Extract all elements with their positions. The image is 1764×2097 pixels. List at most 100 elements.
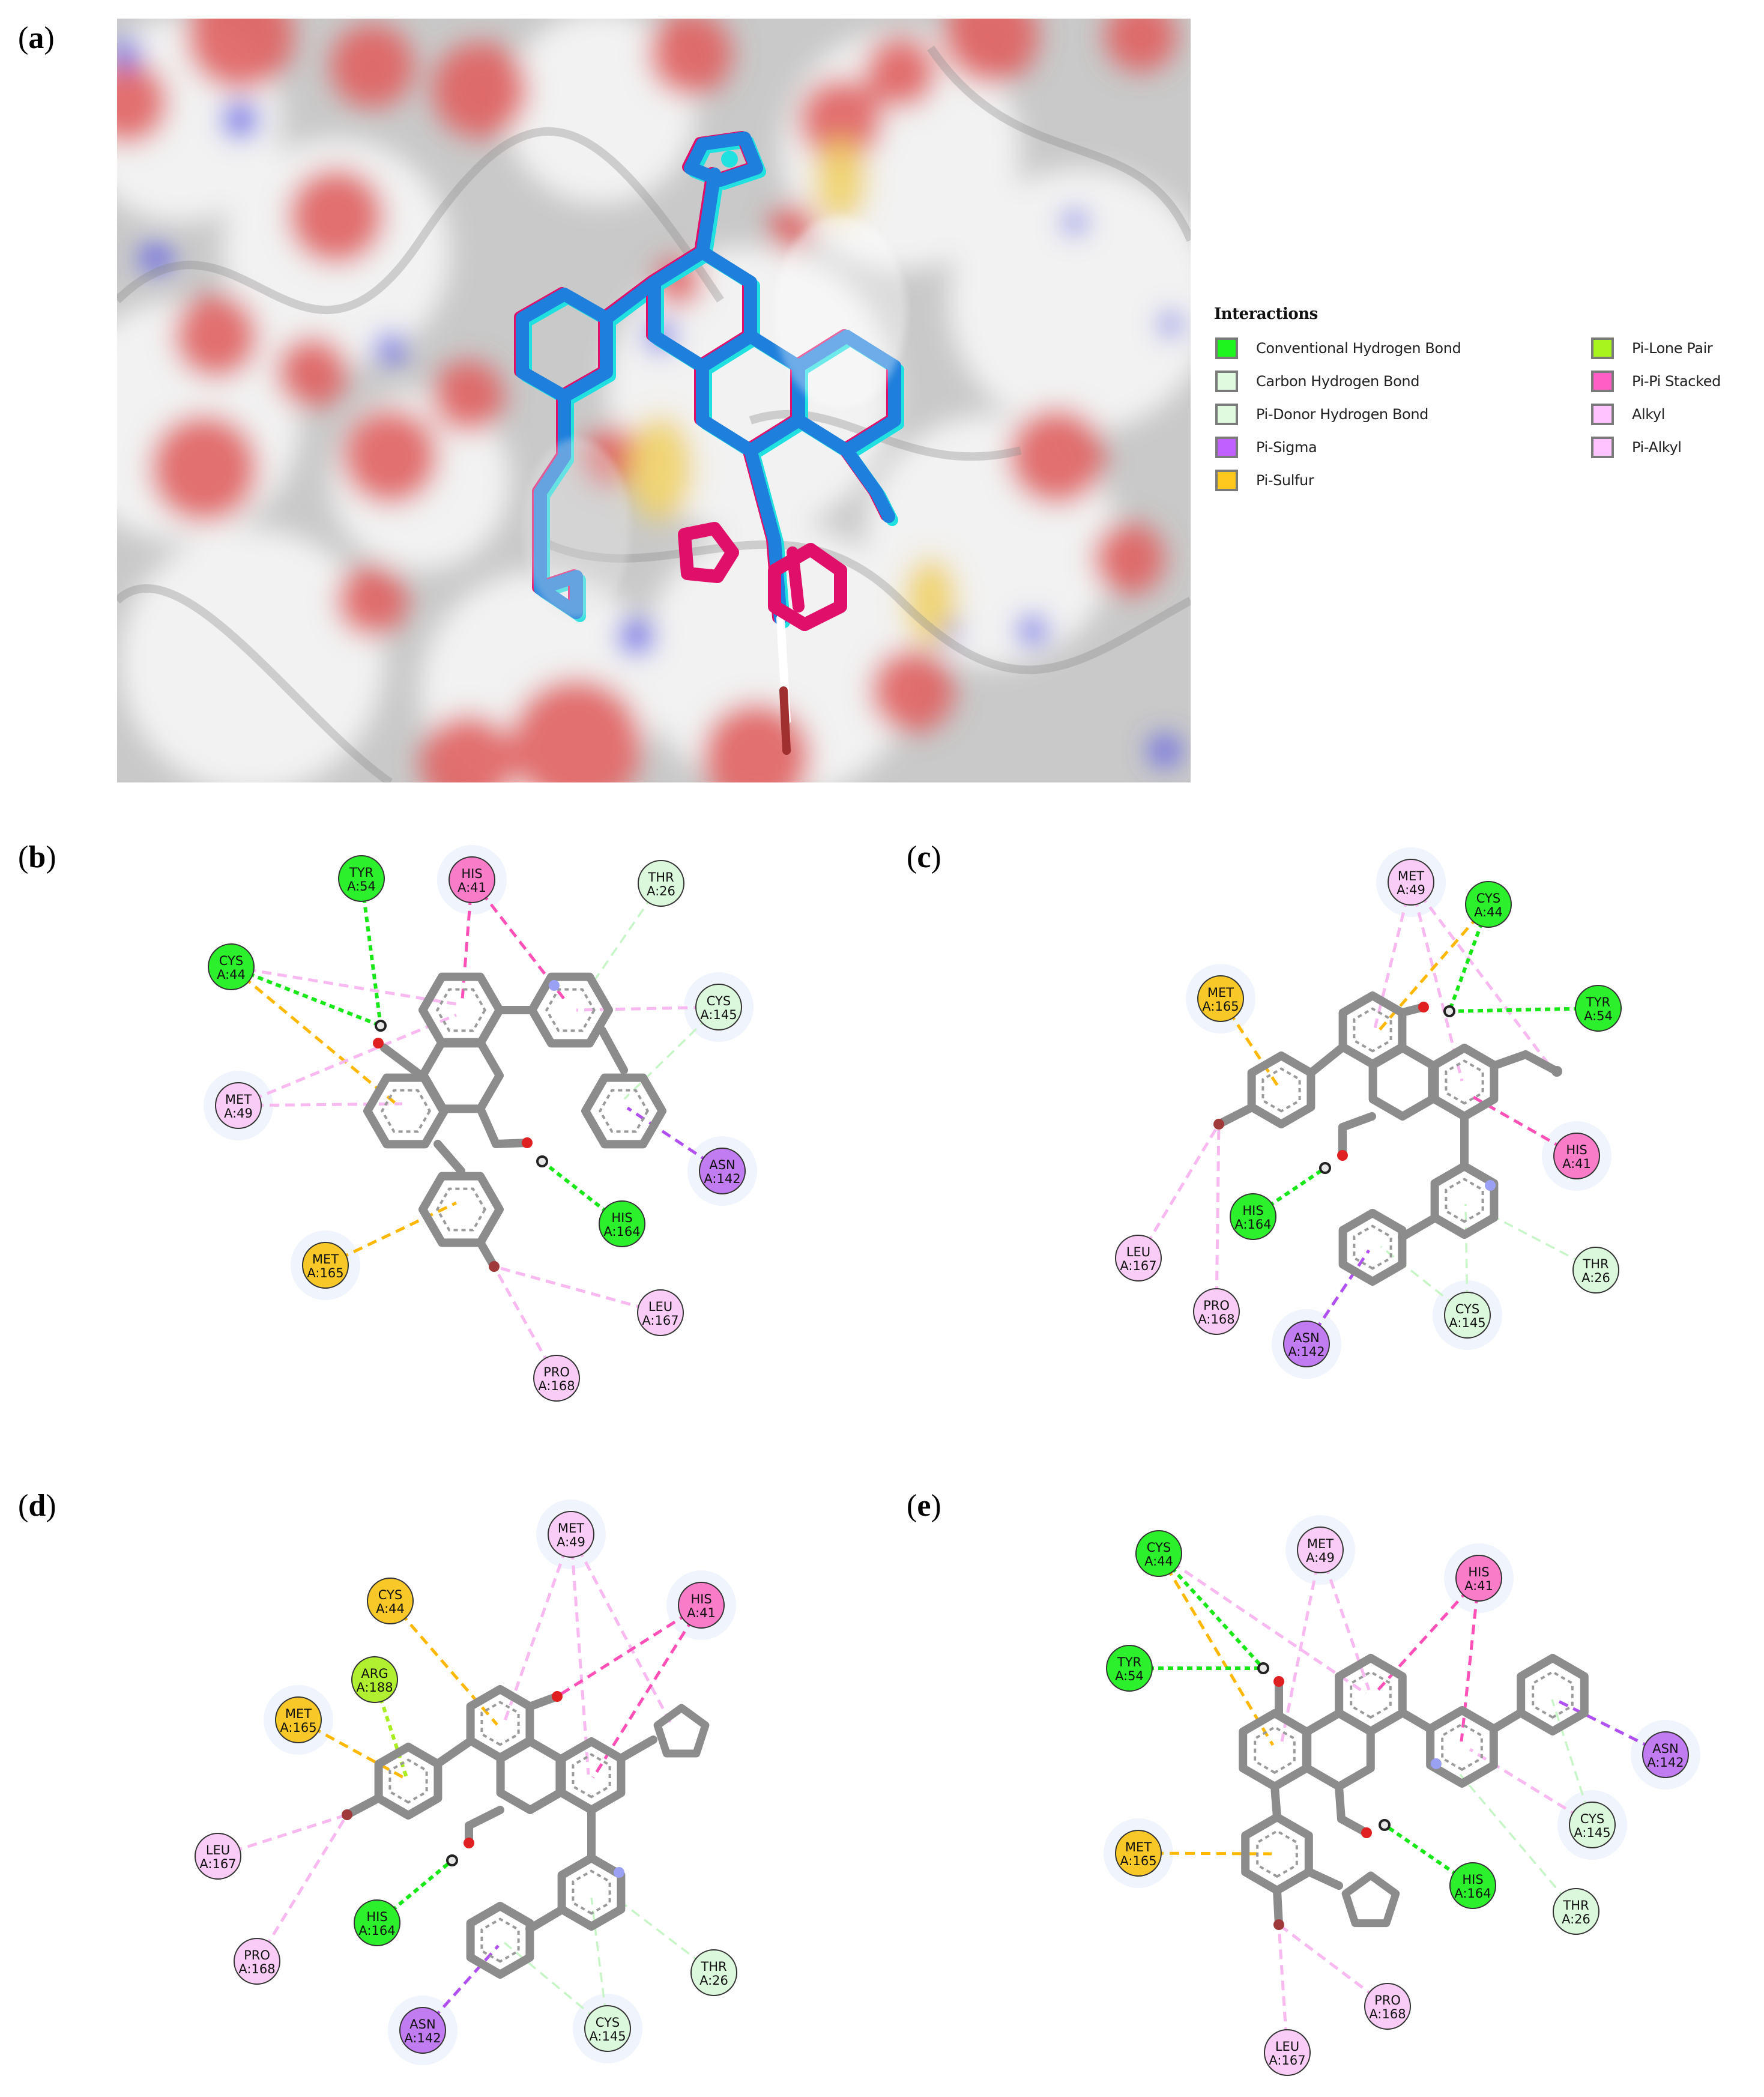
residue-name: PRO xyxy=(1203,1298,1230,1313)
interaction-line-conv_hb xyxy=(376,1859,453,1925)
residue-name: MET xyxy=(1398,869,1424,883)
ring-right xyxy=(557,1737,626,1814)
legend-item-conventional-hydrogen-bond: Conventional Hydrogen Bond xyxy=(1215,336,1461,360)
panel-label-a: (a) xyxy=(18,21,55,55)
residue-name: LEU xyxy=(648,1300,672,1314)
ring-right xyxy=(1430,1044,1499,1121)
interaction-line-pi_sulfur xyxy=(230,966,399,1106)
interaction-line-alkyl xyxy=(1215,1124,1221,1312)
residue-id: A:26 xyxy=(1581,1271,1610,1285)
atom-n xyxy=(1431,1758,1442,1769)
residue-id: A:49 xyxy=(224,1106,253,1121)
residue-name: THR xyxy=(700,1959,726,1974)
interaction-line-alkyl xyxy=(1158,1552,1367,1695)
interaction-line-conv_hb xyxy=(1157,1552,1265,1670)
residue-name: LEU xyxy=(206,1843,230,1857)
atom-br xyxy=(489,1261,500,1272)
residue-name: THR xyxy=(1562,1898,1589,1913)
legend-item-pi-lone-pair: Pi-Lone Pair xyxy=(1591,336,1713,360)
residue-name: CYS xyxy=(1455,1302,1479,1316)
interaction-line-alkyl xyxy=(503,1534,573,1723)
atom-n xyxy=(1485,1180,1496,1191)
residue-name: HIS xyxy=(1566,1143,1587,1157)
residue-name: MET xyxy=(1307,1537,1334,1551)
residue-name: HIS xyxy=(1468,1565,1489,1579)
atom-h xyxy=(1379,1819,1391,1831)
interaction-line-carbon_hb xyxy=(1459,1773,1577,1913)
legend-label: Pi-Lone Pair xyxy=(1632,340,1713,357)
residue-id: A:167 xyxy=(642,1313,678,1328)
atom-o xyxy=(1418,1002,1429,1012)
residue-name: HIS xyxy=(611,1211,632,1225)
panel-label-d: (d) xyxy=(18,1489,56,1523)
residue-id: A:26 xyxy=(647,884,675,898)
residue-id: A:142 xyxy=(704,1172,740,1186)
interaction-line-alkyl xyxy=(1409,882,1464,1082)
residue-id: A:164 xyxy=(1234,1217,1271,1232)
residue-name: PRO xyxy=(543,1365,570,1379)
residue-id: A:44 xyxy=(217,967,246,982)
ring-cyclopentene xyxy=(653,1704,710,1758)
residue-id: A:41 xyxy=(1464,1579,1493,1593)
legend-swatch xyxy=(1215,437,1238,458)
residue-name: CYS xyxy=(596,2015,620,2030)
residue-id: A:167 xyxy=(1269,2053,1305,2068)
ligand-structure xyxy=(363,972,666,1272)
legend-item-pi-donor-hydrogen-bond: Pi-Donor Hydrogen Bond xyxy=(1215,402,1428,426)
atom-n xyxy=(614,1867,624,1878)
legend-item-carbon-hydrogen-bond: Carbon Hydrogen Bond xyxy=(1215,369,1419,393)
legend-swatch xyxy=(1591,437,1614,458)
residue-id: A:54 xyxy=(1584,1009,1613,1023)
residue-name: HIS xyxy=(366,1910,387,1924)
residue-name: CYS xyxy=(219,954,243,968)
atom-o xyxy=(1361,1827,1372,1838)
interaction-line-conv_hb xyxy=(541,1160,623,1226)
ligand-structure xyxy=(1213,991,1562,1286)
atom-br xyxy=(1273,1919,1284,1930)
residue-name: THR xyxy=(1582,1257,1608,1271)
ring-pyridine xyxy=(528,972,613,1048)
residue-id: A:145 xyxy=(589,2029,626,2044)
residue-name: CYS xyxy=(707,994,731,1008)
interaction-line-alkyl xyxy=(576,1005,719,1012)
interaction-line-pi_sulfur xyxy=(389,1600,498,1726)
atom-br xyxy=(1213,1119,1224,1130)
residue-id: A:165 xyxy=(280,1720,316,1735)
residue-id: A:145 xyxy=(1449,1316,1485,1330)
residue-id: A:142 xyxy=(1288,1345,1325,1359)
interaction-line-alkyl xyxy=(1410,881,1553,1070)
interaction-line-alkyl xyxy=(1137,1123,1221,1259)
atom-o xyxy=(522,1137,533,1148)
ring-bromophenyl xyxy=(374,1743,443,1820)
interaction-line-alkyl xyxy=(1469,1748,1593,1827)
ring-bromophenyl xyxy=(418,1172,504,1247)
residue-id: A:145 xyxy=(1574,1826,1610,1840)
atom-h xyxy=(536,1155,548,1167)
residue-id: A:168 xyxy=(238,1962,275,1976)
residue-id: A:54 xyxy=(1115,1669,1144,1683)
legend-item-pi-sigma: Pi-Sigma xyxy=(1215,435,1317,459)
legend-label: Pi-Sulfur xyxy=(1256,472,1314,489)
interaction-line-pi_sulfur xyxy=(324,1201,458,1267)
legend-label: Carbon Hydrogen Bond xyxy=(1256,373,1420,390)
atom-h xyxy=(1257,1662,1269,1674)
residue-name: ARG xyxy=(361,1666,388,1681)
ring-middle xyxy=(496,1737,564,1814)
residue-name: MET xyxy=(1207,985,1234,1000)
